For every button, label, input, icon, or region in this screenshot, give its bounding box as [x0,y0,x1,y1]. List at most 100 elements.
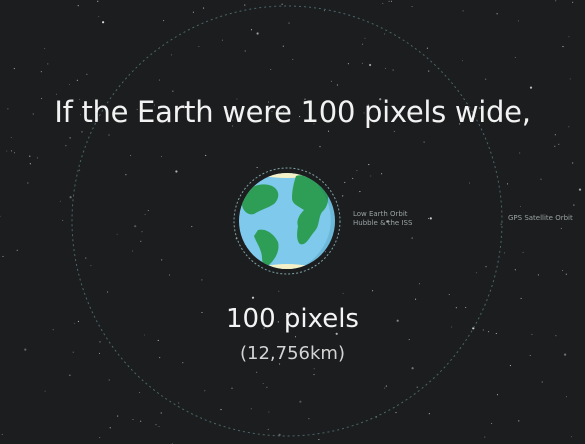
star [108,379,110,381]
star [44,48,46,50]
star [558,143,560,145]
star [352,177,354,179]
star [98,16,100,18]
star [6,150,8,152]
star [256,166,258,169]
star [65,145,67,147]
star [47,63,49,65]
star [555,335,557,337]
star [336,84,338,86]
star [381,173,383,175]
star [281,3,283,5]
star [411,5,413,8]
star [16,249,18,251]
star [364,37,366,39]
star [572,162,574,164]
star [263,327,265,329]
star [132,418,134,421]
star [73,322,75,324]
star [517,20,519,22]
star [299,116,301,118]
star [313,368,315,370]
star [572,1,574,3]
star [130,154,132,157]
star [116,233,118,235]
star [361,43,364,45]
star [313,374,315,376]
star [32,113,34,115]
star [117,415,119,417]
star [69,137,71,139]
star [491,422,493,425]
star [201,311,203,314]
star [29,163,31,165]
star [361,62,363,64]
star [81,131,83,133]
star [140,240,142,242]
star [395,412,397,414]
star [565,273,567,275]
star [76,79,78,81]
star [411,237,413,239]
star [304,98,306,100]
star [161,259,163,261]
star [482,329,484,331]
star [503,252,506,254]
star [69,196,72,199]
star [210,110,212,112]
star [172,90,174,92]
star [290,311,292,313]
star [448,293,450,296]
star [416,386,418,388]
star [554,134,556,136]
star [97,0,99,2]
star [564,353,567,356]
star [344,181,346,183]
star [324,251,327,253]
star [555,0,557,2]
star [155,424,157,426]
star [372,290,374,292]
star [529,86,533,89]
star [384,33,386,35]
star [102,21,105,24]
star [232,119,234,121]
star [160,412,162,414]
star [191,226,193,228]
star [429,217,432,220]
star [522,251,524,253]
star [282,45,284,47]
star [160,156,163,158]
star [347,63,349,65]
star [428,413,430,415]
star [468,182,471,184]
earth-globe-icon [239,173,335,269]
star [485,78,487,80]
star [384,387,386,389]
leo-orbit-label-line2: Hubble & the ISS [353,219,413,227]
star [578,188,582,191]
star [392,69,394,71]
star [562,269,564,272]
star [99,437,101,439]
star [192,11,194,13]
star [335,332,338,335]
star [500,223,502,225]
star [2,255,4,257]
star [1,433,3,435]
star [41,97,43,100]
star [451,326,453,328]
star [347,313,349,315]
headline: If the Earth were 100 pixels wide, [54,95,531,129]
star [283,110,285,112]
star [79,169,81,171]
star [52,329,54,331]
star [478,107,481,110]
star [488,331,490,333]
star [573,204,575,206]
star [565,396,567,398]
star [496,13,498,15]
star [560,227,562,229]
star [7,108,9,110]
star [318,438,320,441]
